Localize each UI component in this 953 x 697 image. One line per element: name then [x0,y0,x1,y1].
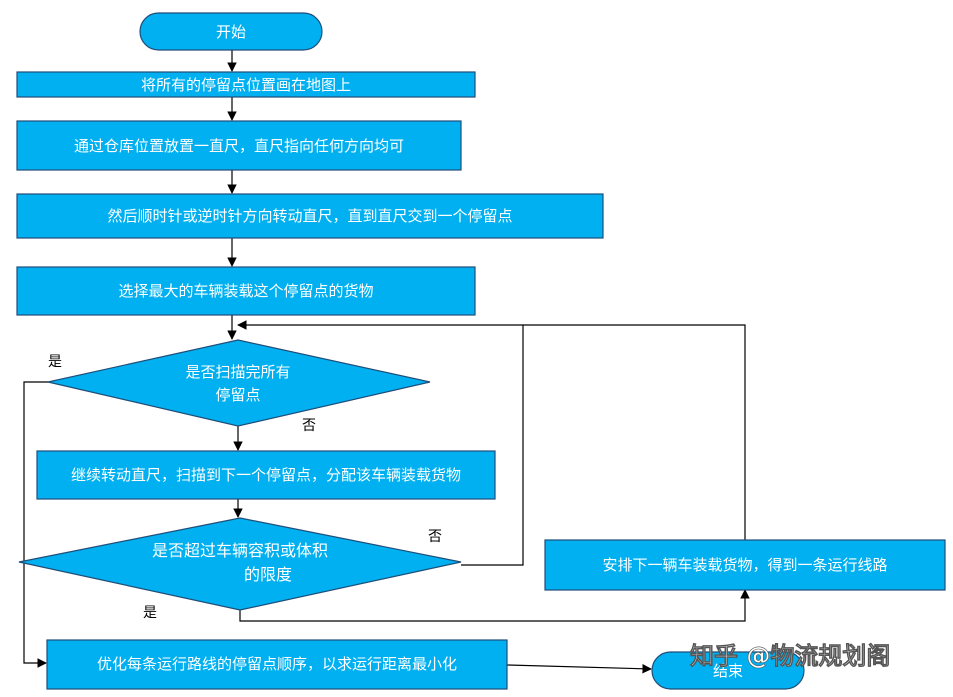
step7-box [46,639,508,690]
step4-box [16,266,476,316]
decision1-text-line1: 是否扫描完所有 [185,363,290,381]
start-node [139,12,323,51]
step6-box [544,539,946,591]
decision2-text-line2: 的限度 [244,565,292,584]
step5-box [36,450,496,500]
decision1-diamond [47,339,431,427]
edge-decision2-yes-step6 [239,589,750,622]
end-node-text: 结束 [713,662,743,680]
watermark: 知乎 @物流规划阁 [690,642,890,670]
step4-text: 选择最大的车辆装载这个停留点的货物 [118,282,373,300]
edge-decision2-no-loop [237,320,524,566]
decision1-text-line2: 停留点 [215,386,260,404]
step1-box [16,71,476,98]
step1-text: 将所有的停留点位置画在地图上 [141,76,351,94]
edge-decision1-yes-step7 [23,381,64,668]
start-node-text: 开始 [216,23,246,41]
step5-text: 继续转动直尺，扫描到下一个停留点，分配该车辆装载货物 [71,466,461,484]
edge-step7-end [506,663,652,674]
step7-text: 优化每条运行路线的停留点顺序，以求运行距离最小化 [97,655,457,673]
step2-box [16,120,462,171]
step6-text: 安排下一辆车装载货物，得到一条运行线路 [602,556,887,574]
step3-box [16,193,604,239]
step3-text: 然后顺时针或逆时针方向转动直尺，直到直尺交到一个停留点 [107,207,512,225]
decision2-text-line1: 是否超过车辆容积或体积 [152,541,328,560]
decision2-diamond [18,517,462,611]
edge-step6-loop [523,324,746,540]
step2-text: 通过仓库位置放置一直尺，直尺指向任何方向均可 [74,137,404,155]
end-node [651,651,805,690]
decision2-yes-label: 是 [143,605,157,621]
decision1-yes-label: 是 [48,354,62,370]
decision2-no-label: 否 [428,529,442,545]
decision1-no-label: 否 [302,418,316,434]
